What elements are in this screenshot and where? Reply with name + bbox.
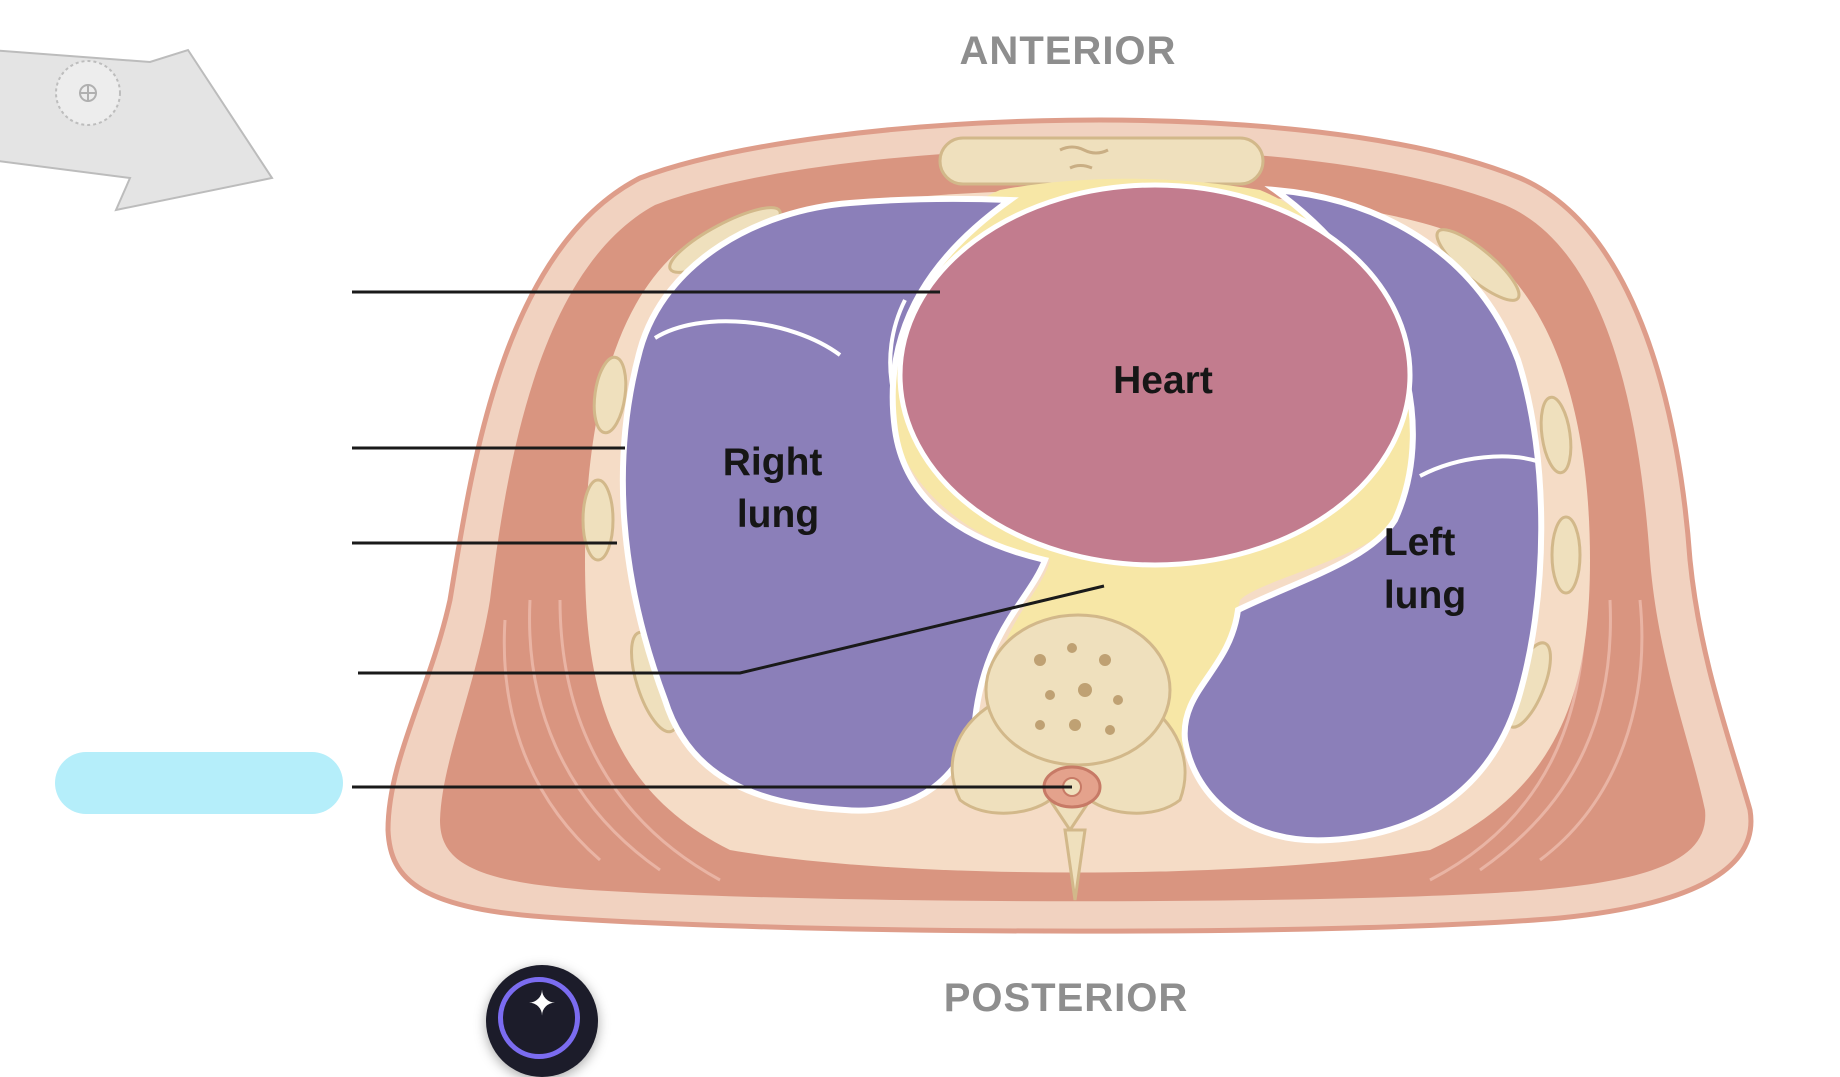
ai-assist-button[interactable]: ✦ xyxy=(486,965,598,1077)
anterior-label: ANTERIOR xyxy=(960,29,1177,73)
right-lung xyxy=(619,195,1050,814)
left-lung-label-line1: Left xyxy=(1384,521,1456,564)
leader-lines xyxy=(352,290,1105,789)
heart xyxy=(897,182,1413,568)
posterior-label: POSTERIOR xyxy=(944,976,1189,1020)
left-lung-label: Left lung xyxy=(1384,521,1466,617)
move-crosshair-icon[interactable] xyxy=(55,60,121,126)
right-lung-label: Right lung xyxy=(723,441,833,536)
right-lung-label-line1: Right xyxy=(723,441,823,484)
sternum xyxy=(938,136,1265,186)
sparkle-icon: ✦ xyxy=(527,985,557,1023)
leader-line-4 xyxy=(358,584,1105,675)
left-lung-label-line2: lung xyxy=(1384,574,1466,617)
posterior-muscle-striations xyxy=(502,599,1644,882)
right-lung-label-line2: lung xyxy=(737,493,819,536)
vertebra xyxy=(950,613,1187,901)
lung-fissures xyxy=(653,299,1541,478)
label-highlight-box[interactable] xyxy=(55,752,343,814)
thorax-cross-section-diagram: ANTERIOR POSTERIOR xyxy=(0,29,1754,1020)
left-lung xyxy=(1181,186,1545,844)
arrow-right-icon[interactable] xyxy=(0,48,274,212)
heart-label: Heart xyxy=(1113,359,1213,402)
